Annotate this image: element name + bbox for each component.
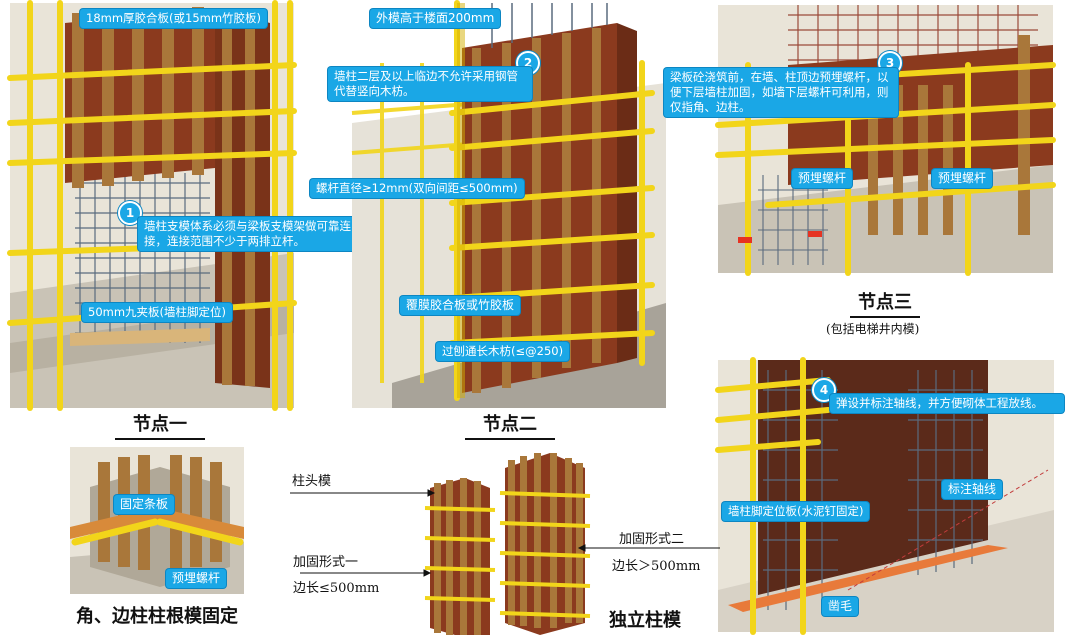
node2-timber-callout: 过刨通长木枋(≤@250) xyxy=(436,342,570,361)
node1-plank-callout: 50mm九夹板(墙柱脚定位) xyxy=(82,303,233,322)
node4-rough-callout: 凿毛 xyxy=(822,597,859,616)
column-scene xyxy=(410,448,591,635)
node2-film-callout: 覆膜胶合板或竹胶板 xyxy=(400,296,521,315)
node4-foot-callout: 墙柱脚定位板(水泥钉固定) xyxy=(722,502,870,521)
node3-caption: 节点三 xyxy=(830,288,940,318)
node1-illustration: 18mm厚胶合板(或15mm竹胶板) 1 墙柱支模体系必须与梁板支模架做可靠连接… xyxy=(7,0,360,411)
corner-bolt-callout: 预埋螺杆 xyxy=(166,569,227,588)
corner-illustration: 固定条板 预埋螺杆 xyxy=(70,447,244,594)
column-side2-label: 边长＞500mm xyxy=(612,559,701,574)
column-caption: 独立柱模 xyxy=(609,610,681,631)
node2-caption: 节点二 xyxy=(455,410,565,440)
node1-caption: 节点一 xyxy=(105,410,215,440)
node3-subcaption: (包括电梯井内模) xyxy=(826,322,920,336)
corner-strip-callout: 固定条板 xyxy=(114,495,175,514)
node1-support-callout: 墙柱支模体系必须与梁板支模架做可靠连接，连接范围不少于两排立杆。 xyxy=(138,217,360,251)
node4-scene xyxy=(715,357,1054,635)
node4-axis-callout: 弹设并标注轴线，并方便砌体工程放线。 xyxy=(830,394,1064,413)
corner-caption: 角、边柱柱根模固定 xyxy=(76,606,238,627)
node1-scene xyxy=(7,0,297,411)
node4-illustration: 4 弹设并标注轴线，并方便砌体工程放线。 标注轴线 墙柱脚定位板(水泥钉固定) … xyxy=(715,357,1064,635)
node3-bolt-a-callout: 预埋螺杆 xyxy=(792,169,853,188)
node1-plywood-callout: 18mm厚胶合板(或15mm竹胶板) xyxy=(80,9,268,28)
column-form2-label: 加固形式二 xyxy=(619,532,685,547)
column-illustration xyxy=(410,448,591,635)
node2-illustration: 外模高于楼面200mm 2 墙柱二层及以上临边不允许采用钢管代替竖向木枋。 螺杆… xyxy=(310,0,666,408)
node4-mark-callout: 标注轴线 xyxy=(942,480,1003,499)
node3-pre-callout: 梁板砼浇筑前，在墙、柱顶边预埋螺杆，以便下层墙柱加固，如墙下层螺杆可利用，则仅指… xyxy=(664,68,898,117)
node2-outer-callout: 外模高于楼面200mm xyxy=(370,9,501,28)
column-side1-label: 边长≤500mm xyxy=(293,581,380,596)
node2-bolt-callout: 螺杆直径≥12mm(双向间距≤500mm) xyxy=(310,179,524,198)
node2-second-callout: 墙柱二层及以上临边不允许采用钢管代替竖向木枋。 xyxy=(328,67,532,101)
node3-illustration: 3 梁板砼浇筑前，在墙、柱顶边预埋螺杆，以便下层墙柱加固，如墙下层螺杆可利用，则… xyxy=(664,5,1056,276)
column-form1-label: 加固形式一 xyxy=(293,555,359,570)
node3-bolt-b-callout: 预埋螺杆 xyxy=(932,169,993,188)
column-head-label: 柱头模 xyxy=(292,474,332,489)
node3-scene xyxy=(715,5,1056,276)
